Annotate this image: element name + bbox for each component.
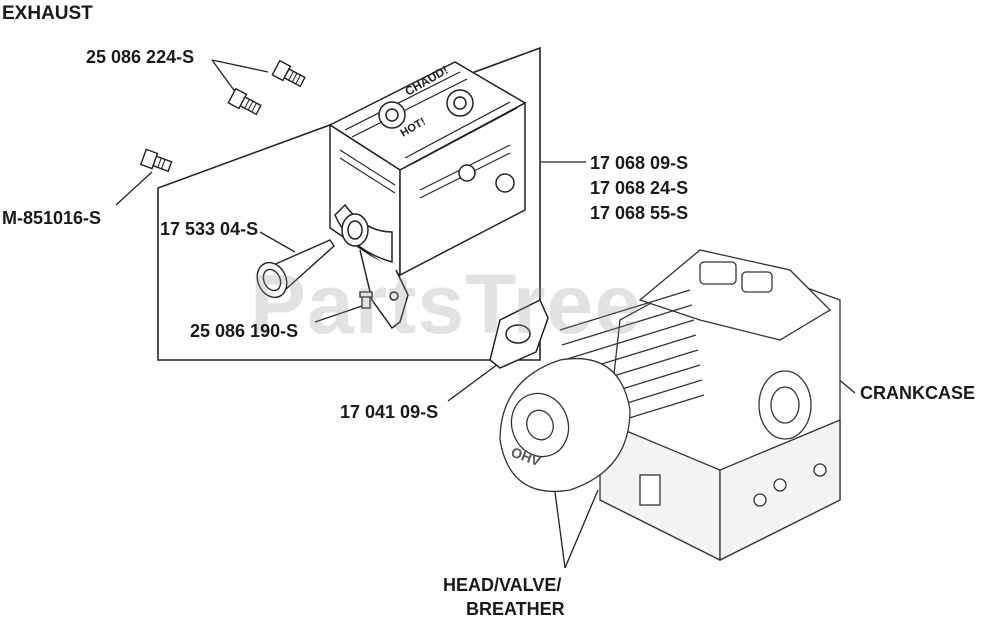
callout-muffler-2[interactable]: 17 068 24-S bbox=[590, 178, 689, 198]
bolt-side-icon bbox=[139, 148, 173, 173]
callout-head-line2[interactable]: BREATHER bbox=[466, 599, 565, 619]
assembly-boundary bbox=[157, 46, 541, 361]
callout-crankcase[interactable]: CRANKCASE bbox=[860, 383, 976, 403]
callout-muffler-3[interactable]: 17 068 55-S bbox=[590, 203, 689, 223]
watermark: PartsTree bbox=[250, 257, 642, 351]
callout-bolt-single[interactable]: M-851016-S bbox=[2, 208, 102, 228]
callout-bolt-pair[interactable]: 25 086 224-S bbox=[86, 47, 195, 67]
callout-gasket[interactable]: 17 041 09-S bbox=[340, 402, 439, 422]
callout-muffler-1[interactable]: 17 068 09-S bbox=[590, 153, 689, 173]
screw-icon bbox=[359, 291, 373, 309]
callout-head-line1[interactable]: HEAD/VALVE/ bbox=[443, 575, 562, 595]
callout-deflector[interactable]: 17 533 04-S bbox=[160, 219, 259, 239]
spark-arrestor-icon bbox=[256, 239, 335, 299]
engine-icon bbox=[499, 249, 841, 562]
gasket-icon bbox=[489, 298, 549, 369]
diagram-title: EXHAUST bbox=[2, 3, 93, 24]
muffler-heat-shield-icon bbox=[328, 61, 527, 330]
bolt-lower-icon bbox=[227, 87, 262, 116]
leader-lines bbox=[115, 59, 856, 569]
callout-screw[interactable]: 25 086 190-S bbox=[190, 321, 299, 341]
bolt-upper-icon bbox=[271, 59, 306, 88]
